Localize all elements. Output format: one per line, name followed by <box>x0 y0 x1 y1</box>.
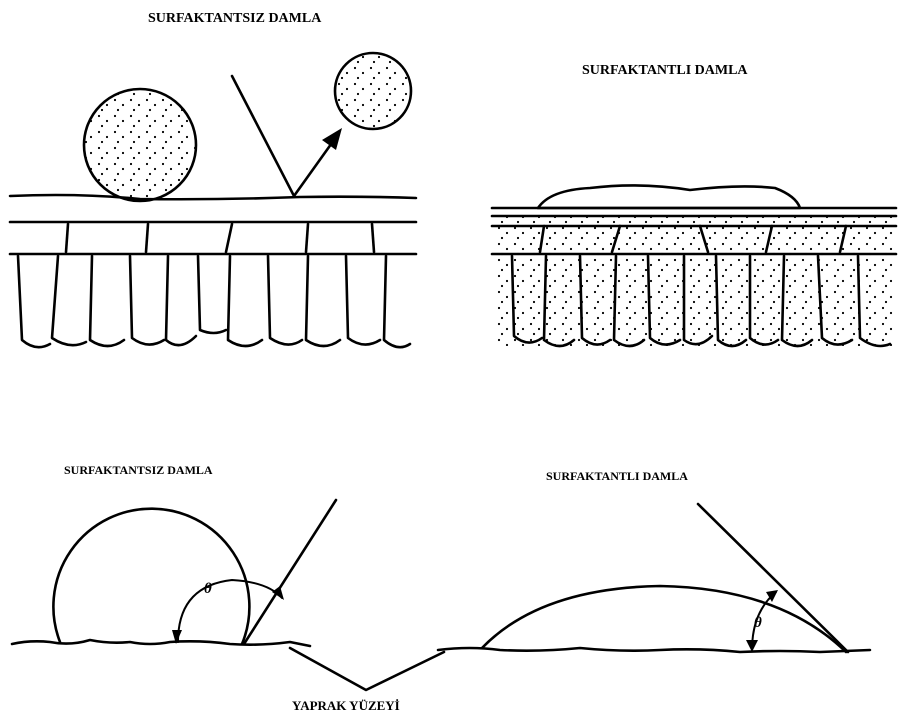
trajectory-line <box>232 76 334 196</box>
droplet-large <box>84 89 196 201</box>
leaf-surface-callout: YAPRAK YÜZEYİ <box>290 648 444 713</box>
title-bottom-right: SURFAKTANTLI DAMLA <box>546 469 688 483</box>
epidermis-cells <box>66 224 374 252</box>
trajectory-arrowhead <box>322 128 342 150</box>
contact-angle-without-surfactant: θ <box>12 500 336 646</box>
stained-tissue <box>494 216 894 346</box>
callout-lines <box>290 648 444 690</box>
contact-angle-with-surfactant: θ <box>438 504 870 652</box>
droplet-bounced <box>335 53 411 129</box>
palisade-cells <box>18 256 410 347</box>
theta-label-left: θ <box>204 581 212 597</box>
tangent-line-right <box>698 504 848 652</box>
leaf-surface-right <box>438 648 870 652</box>
cuticle-line <box>10 195 416 199</box>
title-top-right: SURFAKTANTLI DAMLA <box>582 63 748 78</box>
leaf-section-without-surfactant <box>10 53 416 347</box>
spread-film <box>538 185 800 208</box>
leaf-surface-label: YAPRAK YÜZEYİ <box>292 698 400 713</box>
leaf-section-with-surfactant <box>492 185 896 346</box>
droplet-profile-left <box>53 509 249 644</box>
theta-label-right: θ <box>754 615 762 631</box>
leaf-surface-left <box>12 640 310 646</box>
tangent-line-left <box>244 500 336 644</box>
title-bottom-left: SURFAKTANTSIZ DAMLA <box>64 463 213 477</box>
title-top-left: SURFAKTANTSIZ DAMLA <box>148 11 322 26</box>
